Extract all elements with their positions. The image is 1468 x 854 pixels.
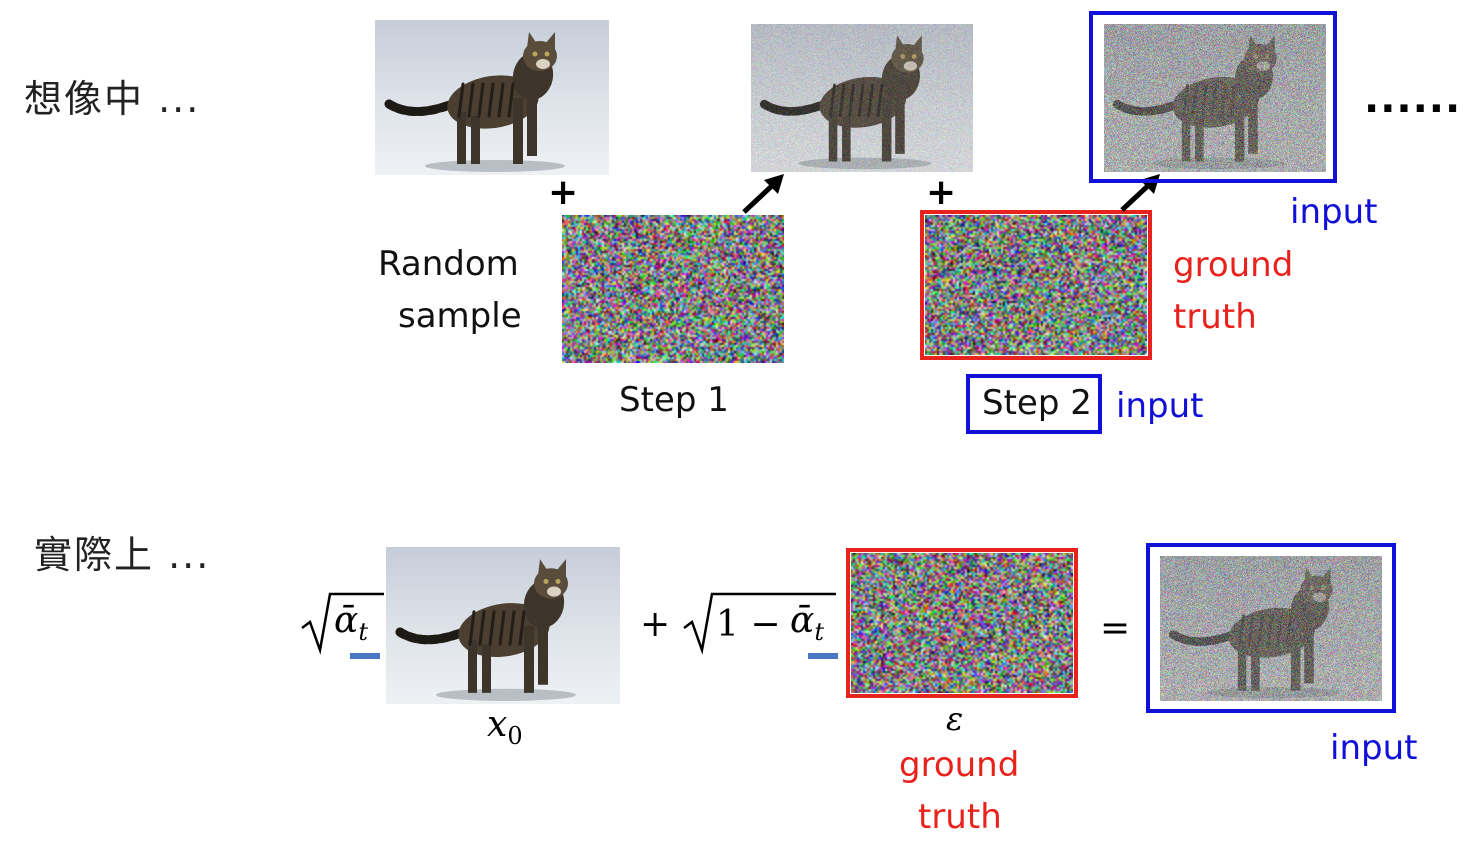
timestep-underline-2: [808, 653, 838, 659]
cat-image-noisy-result: [1160, 556, 1382, 701]
noise-image-epsilon: [851, 553, 1073, 693]
cat-image-clean: [375, 20, 609, 175]
ground-truth-frame: [920, 210, 1152, 360]
bottom-heading: 實際上 ...: [34, 533, 211, 577]
one-minus: 1 −: [716, 604, 781, 645]
epsilon-label: ε: [946, 700, 964, 738]
step1-label: Step 1: [619, 380, 729, 420]
x0-label: x0: [487, 704, 523, 750]
x-symbol: x: [487, 704, 508, 745]
input-label-bottom: input: [1330, 728, 1418, 768]
sqrt-symbol: [301, 592, 384, 655]
cat-image-noisy-2: [1104, 24, 1326, 172]
ground-truth-label-bottom-1: ground: [899, 745, 1020, 785]
alpha-bar: ᾱ: [334, 600, 359, 641]
x-subscript: 0: [507, 722, 523, 751]
random-sample-label-2: sample: [398, 296, 522, 336]
ground-truth-label-bottom-2: truth: [918, 797, 1002, 837]
random-sample-label-1: Random: [378, 244, 519, 284]
sqrt-symbol-2: [683, 592, 836, 655]
top-heading: 想像中 ...: [24, 77, 201, 121]
step2-frame: [966, 374, 1102, 434]
input-frame-bottom: [1146, 543, 1396, 713]
input-label-step2: input: [1116, 386, 1204, 426]
ground-truth-label-1: ground: [1173, 245, 1294, 285]
alpha-subscript: t: [358, 618, 368, 647]
alpha-bar-2: ᾱ: [790, 600, 815, 641]
noise-image-step2: [925, 215, 1147, 355]
alpha-bar-t-2: ᾱt: [790, 600, 824, 646]
equals-sign: =: [1100, 608, 1131, 649]
plus-sign: +: [548, 172, 579, 213]
input-label-top: input: [1290, 192, 1378, 232]
arrow-icon: [742, 174, 784, 214]
timestep-underline: [350, 653, 380, 659]
alpha-subscript-2: t: [814, 618, 824, 647]
cat-image-x0: [386, 547, 620, 704]
noise-image-step1: [562, 215, 784, 363]
plus-operator: +: [640, 604, 671, 645]
step2-label: Step 2: [982, 383, 1092, 423]
ground-truth-frame-bottom: [846, 548, 1078, 698]
ground-truth-label-2: truth: [1173, 297, 1257, 337]
alpha-bar-t: ᾱt: [334, 600, 368, 646]
input-frame-top: [1089, 11, 1337, 183]
ellipsis: ......: [1364, 76, 1462, 122]
plus-sign-2: +: [926, 172, 957, 213]
cat-image-noisy-1: [751, 24, 973, 172]
